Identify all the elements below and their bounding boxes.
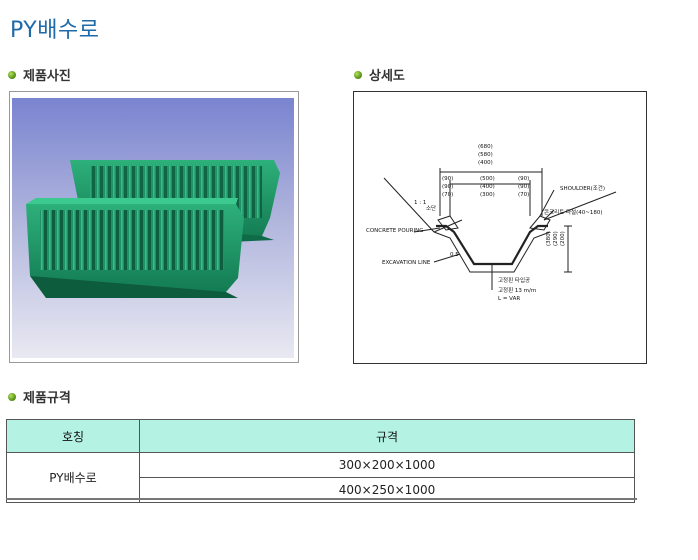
section-spec-heading: 제품규격 bbox=[8, 387, 71, 406]
dim-right-3: (70) bbox=[518, 192, 529, 198]
page-title: PY배수로 bbox=[10, 18, 100, 43]
sodan-label: 소단 bbox=[426, 204, 436, 212]
spec-table: 호칭 규격 PY배수로 300×200×1000 400×250×1000 bbox=[6, 419, 635, 503]
excavation-line-label: EXCAVATION LINE bbox=[382, 260, 431, 266]
size-cell-1: 300×200×1000 bbox=[139, 452, 635, 478]
header-name: 호칭 bbox=[6, 419, 140, 453]
product-photo-frame bbox=[9, 91, 299, 363]
section-spec-label: 제품규격 bbox=[23, 391, 71, 406]
bullet-icon bbox=[354, 70, 362, 79]
dim-mid-1: (500) bbox=[480, 176, 495, 182]
slope-label: 1 : 1 bbox=[414, 200, 426, 206]
dim-left-1: (90) bbox=[442, 176, 453, 182]
dim-right-2: (90) bbox=[518, 184, 529, 190]
dim-top-3: (400) bbox=[478, 160, 493, 166]
bullet-icon bbox=[8, 70, 16, 79]
dim-left-3: (70) bbox=[442, 192, 453, 198]
dim-left-2: (90) bbox=[442, 184, 453, 190]
table-bottom-border bbox=[6, 498, 637, 500]
fix-pin-label-1: 고정핀 타입공 bbox=[498, 276, 530, 284]
table-row: PY배수로 300×200×1000 bbox=[6, 452, 635, 503]
dim-mid-2: (400) bbox=[480, 184, 495, 190]
section-photo-heading: 제품사진 bbox=[8, 65, 71, 84]
dim-side-1: (380) bbox=[546, 231, 552, 246]
product-photo bbox=[12, 98, 294, 358]
detail-drawing-frame: (680) (580) (400) (90) (90) (70) (500) (… bbox=[353, 91, 647, 364]
dim-top-1: (680) bbox=[478, 144, 493, 150]
concrete-shoulder-label: 콘크리트 타설(40~180) bbox=[544, 208, 603, 216]
thickness-label: 0.5 bbox=[450, 252, 459, 258]
shoulder-label: SHOULDER(조건) bbox=[560, 185, 605, 192]
section-detail-heading: 상세도 bbox=[354, 65, 405, 84]
bullet-icon bbox=[8, 392, 16, 401]
dim-mid-3: (300) bbox=[480, 192, 495, 198]
concrete-pouring-label: CONCRETE POURING bbox=[366, 228, 424, 234]
product-name-cell: PY배수로 bbox=[6, 452, 140, 503]
fix-pin-label-2: 고정핀 13 m/m bbox=[498, 286, 536, 294]
dim-side-2: (290) bbox=[553, 231, 559, 246]
dim-side-3: (200) bbox=[560, 231, 566, 246]
section-detail-label: 상세도 bbox=[369, 69, 405, 84]
detail-drawing: (680) (580) (400) (90) (90) (70) (500) (… bbox=[366, 144, 617, 302]
header-spec: 규격 bbox=[139, 419, 635, 453]
section-photo-label: 제품사진 bbox=[23, 69, 71, 84]
dim-right-1: (90) bbox=[518, 176, 529, 182]
dim-top-2: (580) bbox=[478, 152, 493, 158]
table-header-row: 호칭 규격 bbox=[6, 419, 635, 453]
fix-pin-label-3: L = VAR bbox=[498, 296, 520, 302]
